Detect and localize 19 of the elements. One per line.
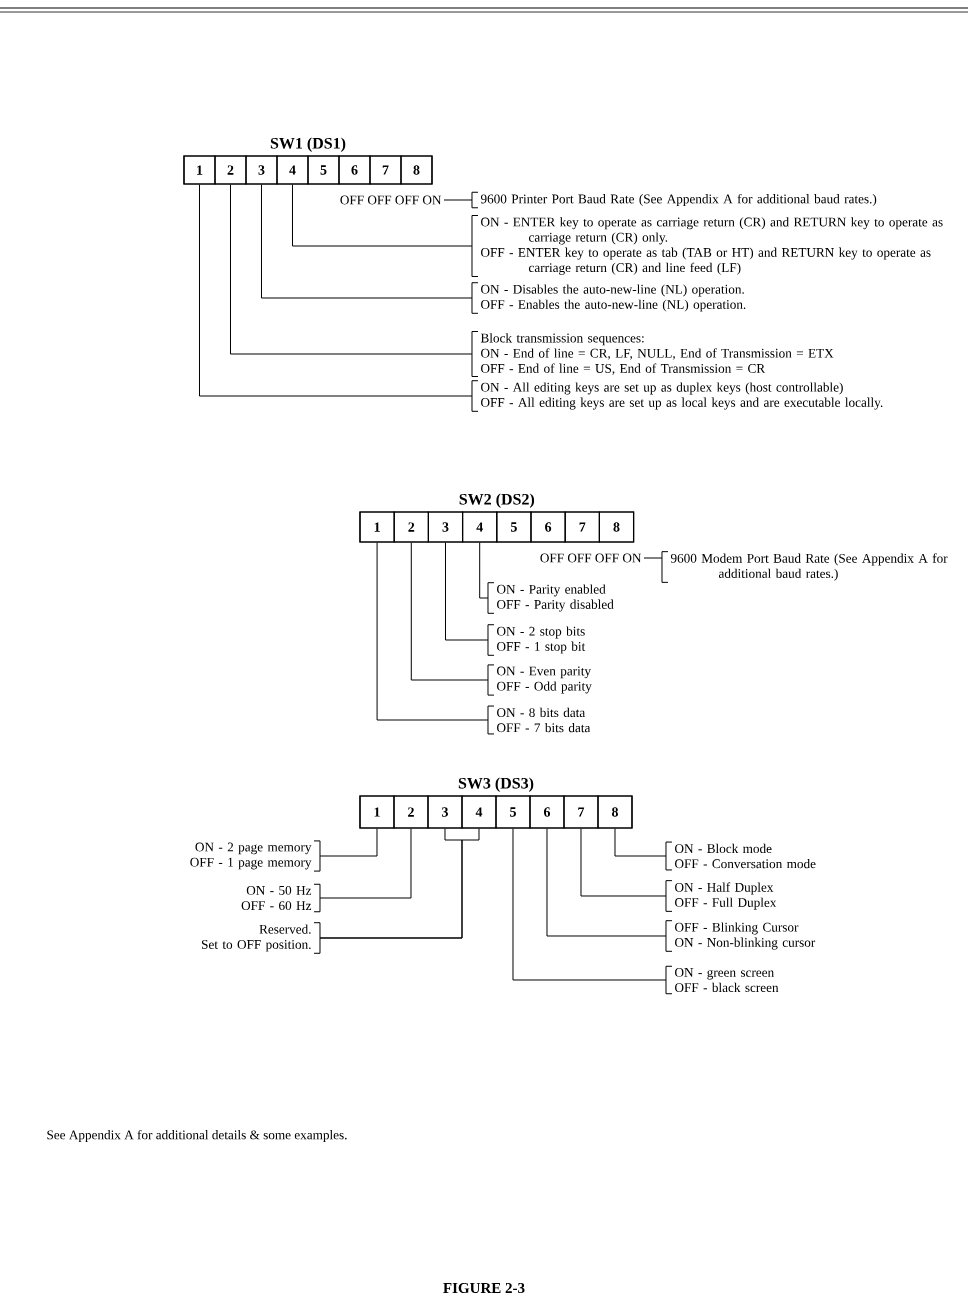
node-label: SW2 (DS2) bbox=[459, 493, 535, 508]
connector-line bbox=[643, 557, 663, 559]
connector-line bbox=[319, 828, 412, 899]
connector-line bbox=[479, 542, 489, 599]
connector-line bbox=[376, 542, 489, 721]
node-label: SW3 (DS3) bbox=[458, 777, 534, 792]
connector-line bbox=[230, 184, 473, 355]
connector-line bbox=[261, 184, 473, 299]
connector-line bbox=[546, 828, 667, 937]
connector-line bbox=[199, 184, 473, 397]
connector-line bbox=[319, 828, 378, 857]
connector-line bbox=[512, 828, 667, 981]
connector-line bbox=[292, 184, 473, 247]
connector-line bbox=[580, 828, 667, 897]
connector-line bbox=[614, 828, 667, 857]
connector-line bbox=[410, 542, 489, 681]
connector-line bbox=[445, 542, 489, 641]
node-label: SW1 (DS1) bbox=[270, 137, 346, 152]
connector-line bbox=[443, 199, 473, 201]
